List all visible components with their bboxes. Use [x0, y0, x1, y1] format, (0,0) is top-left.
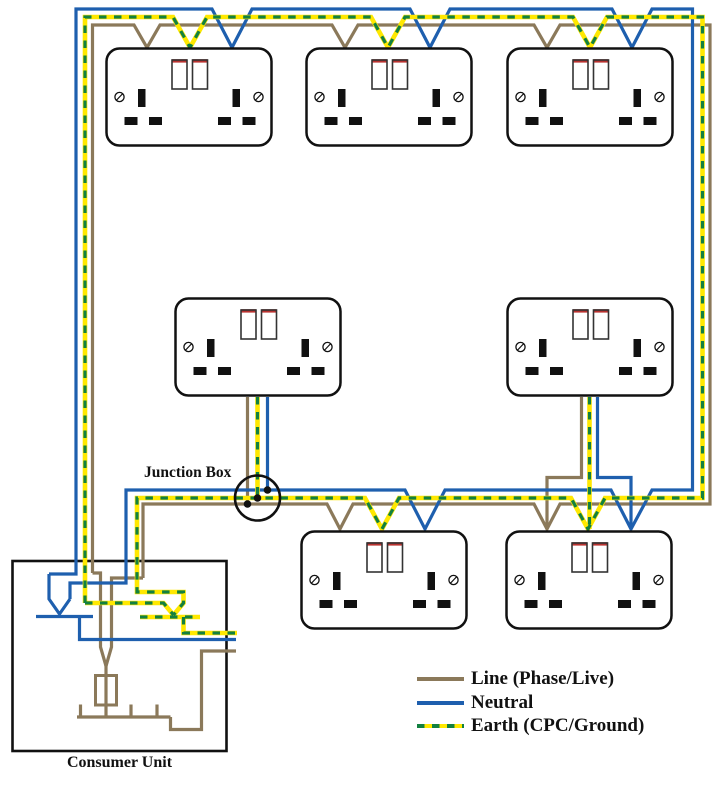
line-phase-wires	[77, 23, 712, 732]
legend-label-line: Line (Phase/Live)	[471, 668, 615, 689]
junction-terminal-line	[243, 500, 252, 508]
line-ring-wire	[90, 23, 712, 578]
socket-top-right	[506, 47, 674, 147]
line-spur-drop	[545, 397, 584, 529]
junction-terminal-neutral	[263, 486, 272, 494]
socket-bottom-left	[300, 530, 468, 630]
neutral-ring-wire	[49, 7, 695, 599]
legend-swatch-earth	[417, 723, 464, 729]
neutral-cu-arrow	[47, 574, 72, 617]
consumer-unit-box	[11, 559, 228, 753]
legend-label-neutral: Neutral	[471, 692, 534, 713]
legend-row-earth: Earth (CPC/Ground)	[417, 716, 644, 736]
neutral-wires	[36, 7, 695, 642]
consumer-unit-label: Consumer Unit	[66, 754, 173, 771]
junction-terminal-earth	[253, 494, 262, 502]
socket-middle-left	[174, 297, 342, 397]
legend-label-earth: Earth (CPC/Ground)	[471, 715, 645, 736]
busbar-ticks	[78, 704, 159, 717]
socket-bottom-right	[505, 530, 673, 630]
legend-swatch-line	[417, 677, 464, 681]
neutral-spur-drop	[595, 397, 633, 529]
neutral-cu-tail	[77, 616, 236, 642]
junction-box	[233, 474, 282, 522]
socket-middle-right	[506, 297, 674, 397]
legend-swatch-neutral	[417, 701, 464, 705]
socket-top-middle	[305, 47, 473, 147]
line-cu-switch-left	[92, 571, 108, 667]
legend-row-line: Line (Phase/Live)	[417, 669, 614, 689]
socket-top-left	[105, 47, 273, 147]
junction-box-label: Junction Box	[144, 464, 232, 481]
fuse-symbol	[94, 674, 118, 707]
line-cu-tail	[168, 649, 236, 732]
legend-row-neutral: Neutral	[417, 693, 533, 713]
